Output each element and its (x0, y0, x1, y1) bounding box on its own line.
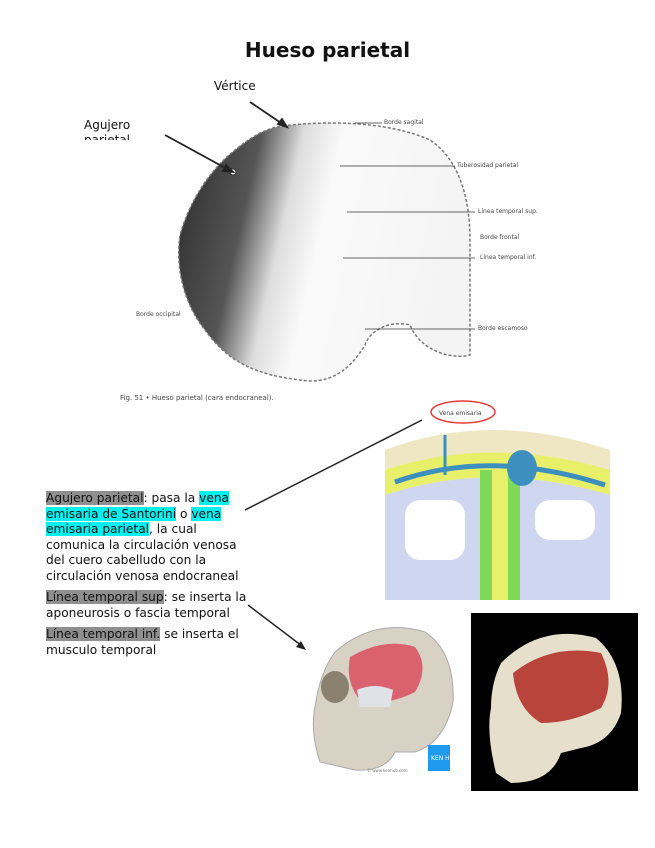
meninges-diagram: Vena emisaria (385, 400, 610, 600)
label-borde-frontal: Borde frontal (480, 234, 520, 241)
circled-label: Vena emisaria (439, 410, 482, 417)
parietal-bone-image (177, 122, 471, 382)
note-term: Agujero parietal (46, 491, 144, 505)
note-text: : se inserta la aponeurosis o fascia tem… (46, 590, 247, 620)
note-text: : pasa la (143, 491, 200, 505)
notes: Agujero parietal: pasa la vena emisaria … (46, 491, 251, 664)
note-term: Línea temporal sup (46, 590, 164, 604)
note-agujero-parietal: Agujero parietal: pasa la vena emisaria … (46, 491, 251, 584)
skull-3d-temporal-muscle-image (471, 613, 638, 791)
label-borde-occipital: Borde occipital (136, 311, 181, 318)
label-borde-escamoso: Borde escamoso (478, 325, 528, 332)
label-borde-sagital: Borde sagital (384, 119, 424, 126)
note-term: Línea temporal inf. (46, 627, 161, 641)
vertex-arrow (249, 101, 285, 126)
note-linea-temporal-inf: Línea temporal inf. se inserta el muscul… (46, 627, 251, 658)
vertex-label: Vértice (214, 79, 256, 93)
note-linea-temporal-sup: Línea temporal sup: se inserta la aponeu… (46, 590, 251, 621)
note-text: , la cual comunica la circulación venosa… (46, 522, 239, 583)
skull-temporal-muscle-image: KEN HUB © www.kenhub.com (312, 627, 458, 773)
watermark: © www.kenhub.com (367, 768, 408, 773)
page-title: Hueso parietal (244, 38, 411, 62)
foramen-label: Agujero parietal (84, 118, 131, 140)
label-linea-temporal-sup: Línea temporal sup. (478, 208, 538, 215)
note-text: se inserta el musculo temporal (46, 627, 239, 657)
kenhub-logo-text: KEN HUB (431, 755, 458, 762)
label-linea-temporal-inf: Línea temporal inf. (480, 254, 537, 261)
figure-caption: Fig. 51 • Hueso parietal (cara endocrane… (120, 394, 274, 402)
foramen-arrow (164, 134, 230, 171)
label-tuberosidad: Tuberosidad parietal (457, 162, 519, 169)
pointer-arrow-skull (247, 604, 303, 647)
pointer-line-diagram (244, 419, 423, 511)
note-text: o (176, 506, 192, 521)
kenhub-logo (428, 745, 450, 771)
emissary-vein-circle (430, 400, 496, 424)
